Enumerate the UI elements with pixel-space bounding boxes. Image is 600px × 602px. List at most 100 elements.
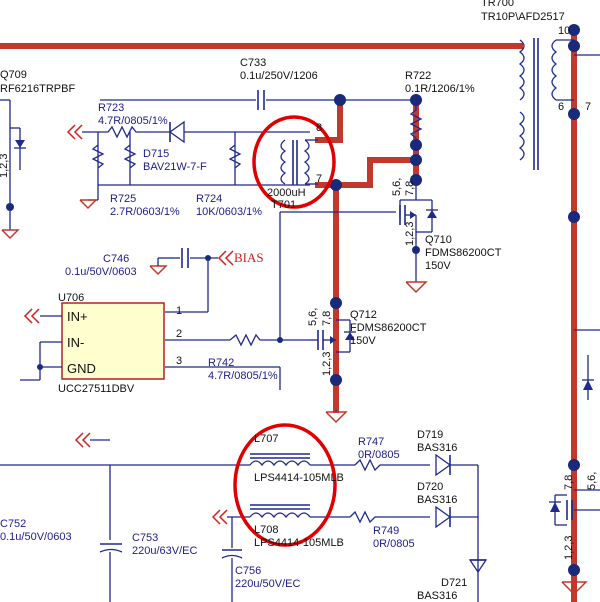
q712-vds: 150V	[350, 335, 376, 347]
bias-net-label: BIAS	[234, 250, 264, 265]
tr700-primary-winding	[518, 39, 525, 101]
u706-pin-in-plus: IN+	[67, 309, 88, 324]
q712-pins-s: 1,2,3	[321, 352, 333, 376]
l707-ref: L707	[254, 433, 278, 445]
tr700-pin-10: 10	[558, 25, 570, 37]
q710-pins-d2: 7,8	[404, 181, 416, 196]
d721-ref: D721	[441, 577, 467, 589]
t701-highlight-circle	[252, 115, 336, 209]
power-trace-to-q710	[333, 157, 419, 188]
tr700-ref: TR700	[481, 0, 514, 9]
tr700-transformer	[518, 24, 600, 576]
q-right-pins-d: 5,6,	[586, 472, 598, 490]
c752-ref: C752	[0, 518, 26, 530]
q710-pins-d: 5,6,	[391, 178, 403, 196]
q709-value: RF6216TRPBF	[0, 83, 75, 95]
r747-ref: R747	[358, 436, 384, 448]
r724-value: 10K/0603/1%	[196, 206, 262, 218]
r722-ref: R722	[405, 70, 431, 82]
q712-pins-d: 5,6,	[307, 308, 319, 326]
q710-vds: 150V	[425, 260, 451, 272]
t701-pin-7: 7	[316, 173, 322, 185]
power-trace-t701-pin8	[315, 97, 343, 143]
q712-ground-icon	[325, 411, 348, 424]
q710-pins-s: 1,2,3	[404, 222, 416, 246]
q709-pins: 1,2,3	[0, 154, 10, 178]
q710-ground-icon	[405, 281, 428, 294]
u706-pin-1: 1	[176, 305, 182, 317]
t701-value: 2000uH	[267, 187, 306, 199]
u706-pin-gnd: GND	[67, 361, 96, 376]
tr700-pin-7: 7	[585, 101, 591, 113]
r749-value: 0R/0805	[373, 538, 415, 550]
q712-value: FDMS86200CT	[350, 322, 427, 334]
gate-network	[66, 120, 310, 210]
net-arrow-icon	[66, 124, 76, 140]
q-right-pins-d2: 7,8	[563, 475, 575, 490]
r723-ref: R723	[98, 102, 124, 114]
u706-pin-2: 2	[176, 328, 182, 340]
tr700-value: TR10P\AFD2517	[481, 11, 565, 23]
c746-value: 0.1u/50V/0603	[65, 266, 137, 278]
t701-ref: T701	[271, 199, 296, 211]
c756-ref: C756	[235, 565, 261, 577]
r723-value: 4.7R/0805/1%	[98, 115, 168, 127]
net-arrow-lower-icon	[74, 432, 84, 448]
tr700-secondary-winding	[551, 39, 558, 101]
d719-ref: D719	[417, 429, 443, 441]
d719-value: BAS316	[417, 442, 457, 454]
c746-capacitor	[149, 248, 234, 313]
t701-transformer	[252, 115, 342, 209]
q-right-pins-s: 1,2,3	[563, 536, 575, 560]
c753-value: 220u/63V/EC	[132, 545, 197, 557]
d720-value: BAS316	[417, 494, 457, 506]
q710-value: FDMS86200CT	[425, 247, 502, 259]
u706-body	[61, 302, 165, 380]
u706-pin-3: 3	[176, 355, 182, 367]
d715-value: BAV21W-7-F	[143, 161, 207, 173]
tr700-aux-winding	[518, 111, 525, 161]
u706-part: UCC27511DBV	[58, 383, 135, 395]
right-mosfets	[549, 329, 600, 596]
c753-ref: C753	[132, 532, 158, 544]
r742-value: 4.7R/0805/1%	[208, 370, 278, 382]
c733-capacitor	[100, 90, 422, 110]
q710-ref: Q710	[425, 234, 452, 246]
q712-mosfet	[310, 297, 356, 424]
u706-pin-in-minus: IN-	[67, 335, 84, 350]
l708-ref: L708	[254, 524, 278, 536]
q709-mosfet	[0, 99, 26, 240]
q712-pins-d2: 7,8	[321, 311, 333, 326]
net-arrow-l708-icon	[211, 509, 221, 525]
r749-ref: R749	[373, 525, 399, 537]
r725-value: 2.7R/0603/1%	[110, 206, 180, 218]
tr700-pin-6: 6	[558, 101, 564, 113]
r747-value: 0R/0805	[358, 449, 400, 461]
c733-value: 0.1u/250V/1206	[240, 70, 318, 82]
r724-ref: R724	[196, 193, 222, 205]
lower-section	[0, 423, 488, 602]
c746-ground-icon	[149, 265, 168, 276]
tr700-node-10	[568, 24, 580, 36]
c752-value: 0.1u/50V/0603	[0, 531, 72, 543]
q709-ref: Q709	[0, 69, 27, 81]
right-ground-icon	[561, 581, 588, 596]
u706-ref: U706	[58, 292, 84, 304]
c746-ref: C746	[103, 253, 129, 265]
r742-ref: R742	[208, 357, 234, 369]
c733-ref: C733	[240, 57, 266, 69]
l707-l708-highlight-circle	[233, 423, 337, 547]
l707-value: LPS4414-105MLB	[254, 472, 344, 484]
bias-arrow-icon	[217, 250, 227, 266]
r725-ref: R725	[110, 193, 136, 205]
d715-ref: D715	[143, 148, 169, 160]
d721-value: BAS316	[417, 590, 457, 602]
q710-mosfet	[279, 180, 438, 342]
l708-value: LPS4414-105MLB	[254, 537, 344, 549]
q712-ref: Q712	[350, 309, 377, 321]
r722-value: 0.1R/1206/1%	[405, 83, 475, 95]
in-plus-arrow-icon	[23, 308, 33, 324]
